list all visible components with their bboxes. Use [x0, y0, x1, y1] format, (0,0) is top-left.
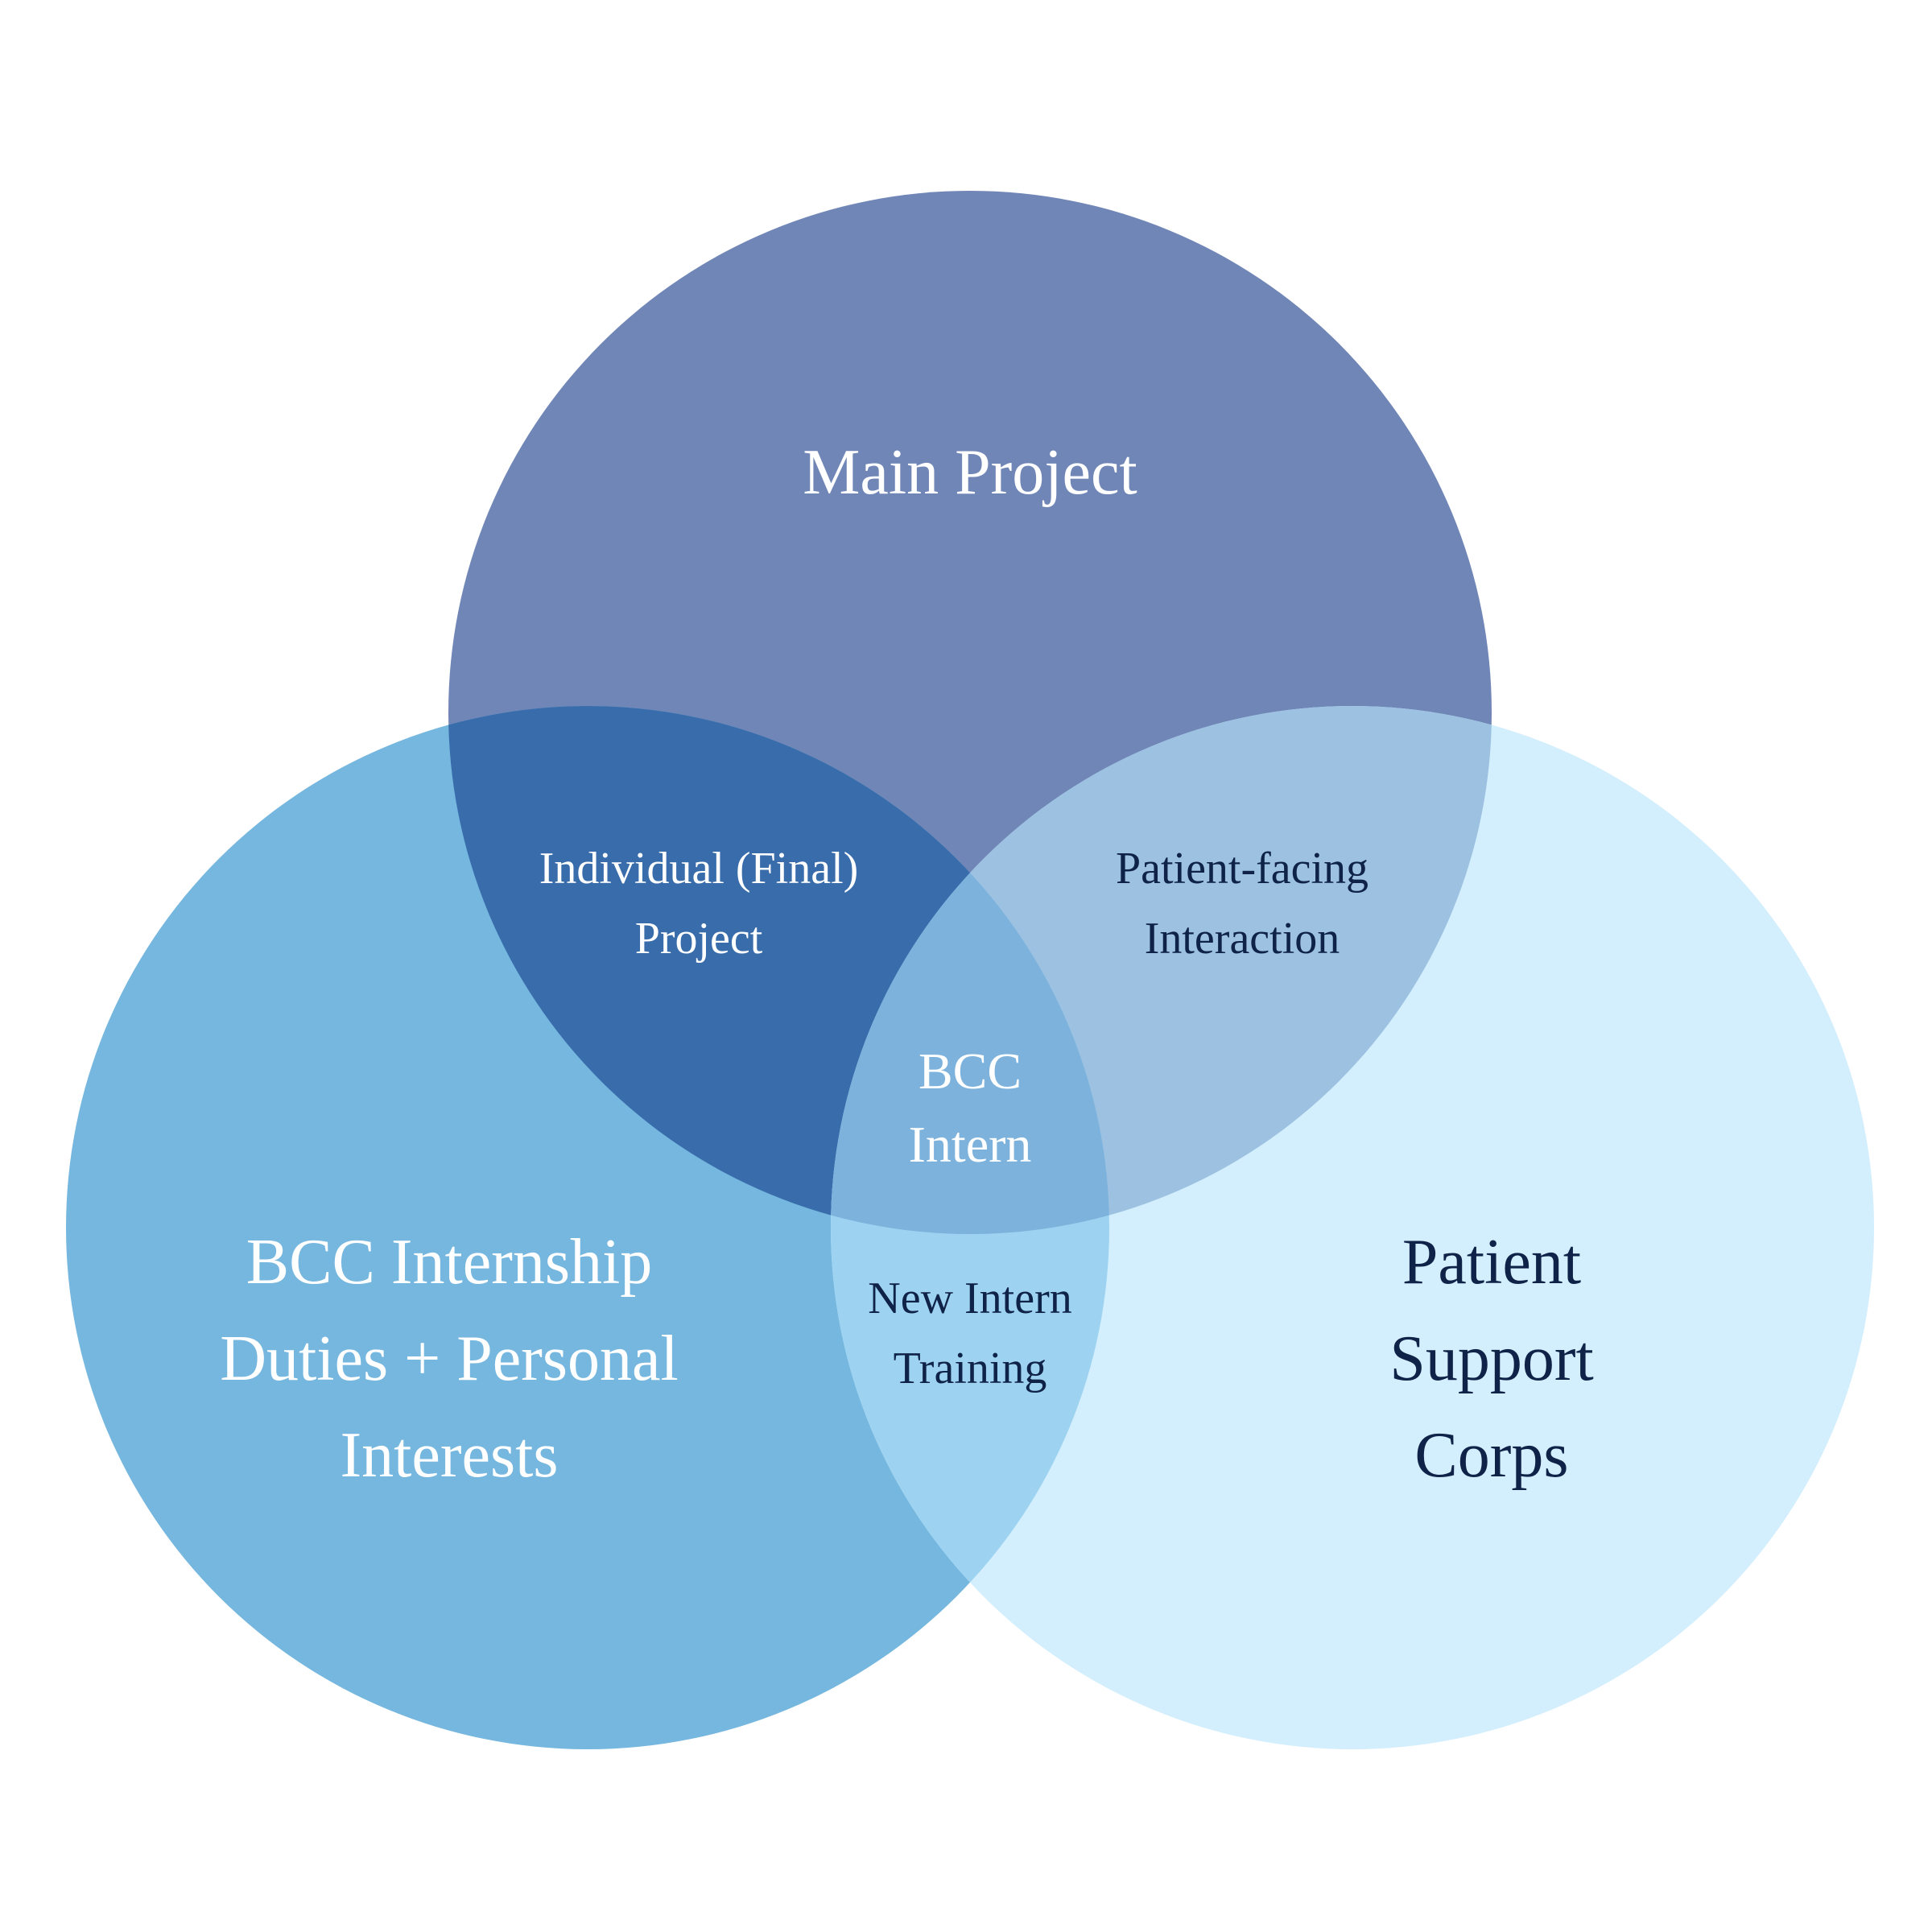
label-patient-support-corps: Patient Support Corps — [1389, 1214, 1593, 1504]
label-bcc-intern: BCC Intern — [909, 1035, 1032, 1182]
label-patient-support-corps-line-2: Support — [1389, 1323, 1594, 1394]
label-new-intern-training-line-1: New Intern — [868, 1274, 1072, 1324]
label-bcc-internship-line-2: Duties + Personal — [220, 1323, 679, 1394]
label-bcc-intern-line-1: BCC — [918, 1042, 1022, 1100]
label-individual-final-project-line-2: Project — [634, 914, 763, 964]
label-new-intern-training-line-2: Training — [893, 1344, 1047, 1393]
label-individual-final-project: Individual (Final) Project — [539, 834, 859, 974]
label-bcc-internship-line-1: BCC Internship — [246, 1227, 653, 1298]
label-patient-facing-interaction: Patient-facing Interaction — [1116, 834, 1368, 974]
label-main-project: Main Project — [803, 424, 1137, 521]
label-patient-support-corps-line-1: Patient — [1402, 1227, 1582, 1298]
label-patient-facing-interaction-line-1: Patient-facing — [1115, 844, 1369, 894]
label-individual-final-project-line-1: Individual (Final) — [539, 844, 859, 894]
label-bcc-intern-line-2: Intern — [908, 1116, 1032, 1173]
label-patient-facing-interaction-line-2: Interaction — [1144, 914, 1340, 964]
label-new-intern-training: New Intern Training — [868, 1264, 1071, 1404]
label-bcc-internship-line-3: Interests — [340, 1420, 559, 1491]
label-main-project-line: Main Project — [803, 437, 1137, 508]
label-patient-support-corps-line-3: Corps — [1414, 1420, 1569, 1491]
label-bcc-internship: BCC Internship Duties + Personal Interes… — [220, 1214, 679, 1504]
